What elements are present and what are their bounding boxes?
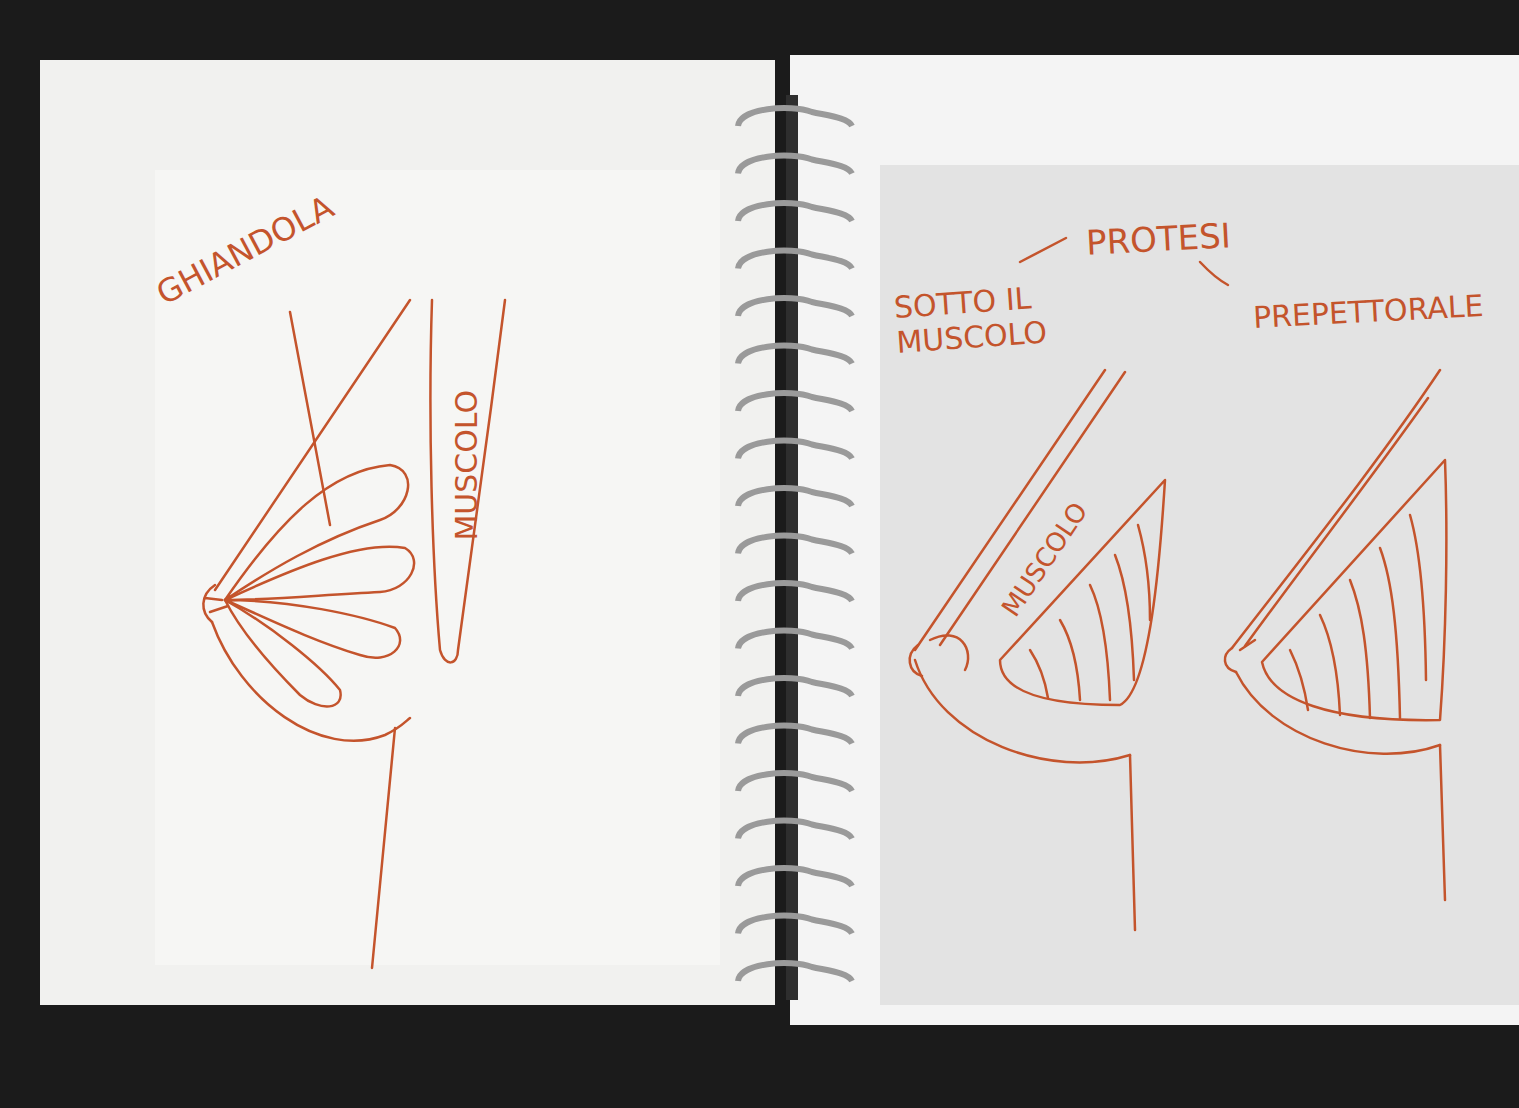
binding-ring — [738, 441, 852, 459]
handwritten-label: PROTESI — [1085, 217, 1232, 264]
gland-lobe — [225, 600, 400, 658]
handwritten-label: SOTTO IL MUSCOLO — [893, 277, 1097, 360]
binding-ring — [738, 963, 852, 981]
binding-ring — [738, 346, 852, 364]
sketch-strokes — [203, 238, 1446, 968]
binding-ring — [738, 868, 852, 886]
binding-ring — [738, 536, 852, 554]
gland-lobe — [225, 600, 341, 706]
right-panel — [880, 165, 1519, 1005]
skin-line — [915, 370, 1105, 650]
binding-ring — [738, 156, 852, 174]
binding-ring — [738, 583, 852, 601]
binding-ring — [738, 916, 852, 934]
leader-line — [1200, 262, 1228, 285]
binding-ring — [738, 678, 852, 696]
binding-ring — [738, 488, 852, 506]
spiral-binding — [738, 108, 852, 981]
implant — [1262, 460, 1446, 720]
skin-line — [1232, 370, 1440, 648]
binding-ring — [738, 726, 852, 744]
breast-outline — [212, 622, 410, 741]
binding-ring — [738, 773, 852, 791]
nipple — [1225, 640, 1255, 672]
handwritten-label: MUSCOLO — [450, 390, 485, 541]
chest-line — [372, 728, 395, 968]
gland-lobe — [225, 547, 414, 600]
left-page — [40, 60, 775, 1005]
chest-line — [1130, 755, 1135, 930]
leader-line — [1020, 238, 1066, 262]
gland-lobe — [225, 465, 408, 600]
binding-ring — [738, 298, 852, 316]
left-panel — [155, 170, 720, 965]
right-page — [790, 55, 1519, 1025]
chest-line — [1440, 745, 1445, 900]
implant-hatching — [1290, 515, 1426, 718]
breast-outline — [1245, 398, 1428, 646]
binding-ring — [738, 203, 852, 221]
binding-ring — [738, 631, 852, 649]
spine — [786, 95, 798, 1000]
binding-ring — [738, 108, 852, 126]
binding-ring — [738, 251, 852, 269]
leader-line — [290, 312, 330, 525]
binding-ring — [738, 821, 852, 839]
nipple — [203, 585, 228, 622]
breast-outline — [915, 660, 1130, 762]
binding-ring — [738, 393, 852, 411]
muscle-outline — [430, 300, 505, 662]
